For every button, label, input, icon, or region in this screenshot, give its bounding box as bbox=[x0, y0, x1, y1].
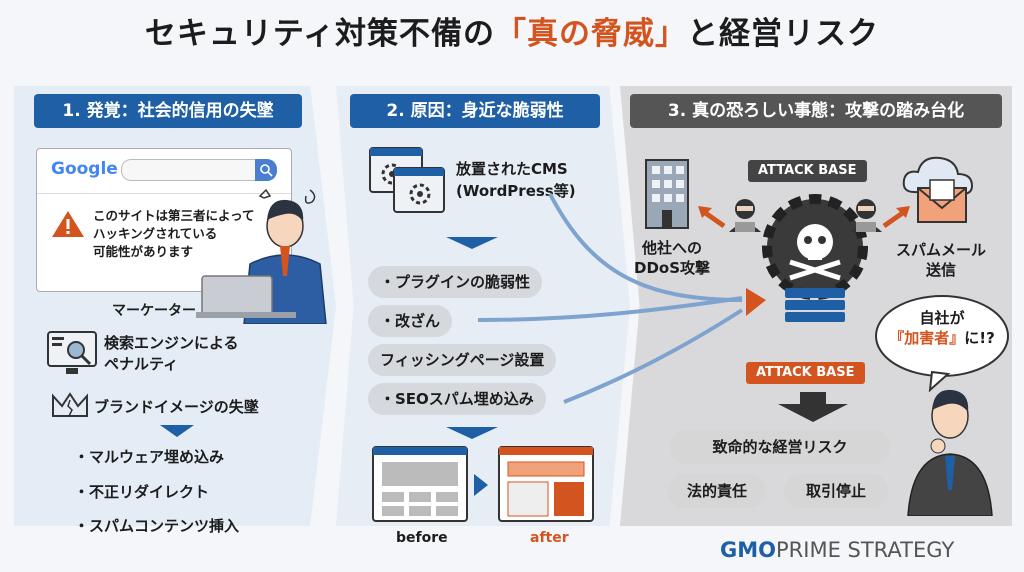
attack-base-top-label: ATTACK BASE bbox=[748, 160, 867, 182]
hacker-left-icon bbox=[727, 198, 763, 236]
search-icon bbox=[255, 159, 277, 181]
down-arrow bbox=[778, 392, 848, 426]
title-prefix: セキュリティ対策不備の bbox=[144, 16, 496, 52]
after-page-icon bbox=[498, 446, 594, 526]
fatal-risk-label: 致命的な経営リスク bbox=[670, 430, 890, 464]
skull-gear-icon bbox=[760, 192, 870, 326]
search-logo: Google bbox=[51, 159, 118, 179]
down-arrow bbox=[160, 424, 194, 443]
vuln-phishing: フィッシングページ設置 bbox=[368, 344, 557, 376]
spam-mail-text: スパムメール 送信 bbox=[896, 241, 987, 279]
section3-header: 3. 真の恐ろしい事態：攻撃の踏み台化 bbox=[630, 94, 1002, 128]
bullet-spam-content: ・スパムコンテンツ挿入 bbox=[74, 517, 240, 535]
marketer-label: マーケーター bbox=[112, 303, 196, 319]
arrow-to-building bbox=[698, 206, 728, 234]
bullet-redirect: ・不正リダイレクト bbox=[74, 483, 210, 501]
before-label: before bbox=[396, 530, 448, 546]
right-arrow-icon bbox=[474, 474, 490, 500]
bullet-malware: ・マルウェア埋め込み bbox=[74, 448, 225, 466]
section2-header: 2. 原因：身近な脆弱性 bbox=[350, 94, 600, 128]
ddos-text: 他社への DDoS攻撃 bbox=[634, 239, 711, 277]
penalty-text: 検索エンジンによる ペナルティ bbox=[104, 334, 239, 373]
arrow-to-mail bbox=[880, 206, 910, 234]
warning-icon bbox=[51, 209, 85, 243]
search-monitor-icon bbox=[46, 330, 98, 380]
down-arrow bbox=[446, 426, 498, 445]
legal-liability-label: 法的責任 bbox=[668, 474, 766, 508]
down-arrow bbox=[446, 236, 498, 255]
hacker-right-icon bbox=[848, 198, 884, 236]
cloud-mail-icon bbox=[900, 152, 984, 236]
vuln-seo-spam: ・SEOスパム埋め込み bbox=[368, 383, 546, 415]
brand-logo: GMOPRIME STRATEGY bbox=[720, 538, 955, 562]
after-label: after bbox=[530, 530, 569, 546]
cms-gear-icon bbox=[368, 146, 448, 220]
speech-line-1: 自社が bbox=[919, 309, 965, 327]
title-suffix: と経営リスク bbox=[687, 16, 880, 52]
marketer-illustration bbox=[190, 184, 330, 328]
attack-base-bottom-label: ATTACK BASE bbox=[746, 362, 865, 384]
page-title: セキュリティ対策不備の「真の脅威」と経営リスク bbox=[0, 8, 1024, 53]
before-page-icon bbox=[372, 446, 468, 526]
brand-damage-text: ブランドイメージの失墜 bbox=[94, 398, 259, 416]
speech-line-2: 『加害者』に!? bbox=[889, 329, 995, 347]
vuln-plugin: ・プラグインの脆弱性 bbox=[368, 266, 543, 298]
vuln-tamper: ・改ざん bbox=[368, 305, 453, 337]
section1-header: 1. 発覚：社会的信用の失墜 bbox=[34, 94, 302, 128]
trade-suspension-label: 取引停止 bbox=[784, 474, 888, 508]
building-icon bbox=[644, 158, 690, 234]
cms-text: 放置されたCMS (WordPress等) bbox=[456, 160, 576, 200]
title-highlight: 「真の脅威」 bbox=[495, 16, 688, 52]
warning-message: このサイトは第三者によって ハッキングされている 可能性があります bbox=[93, 208, 255, 259]
broken-crown-icon bbox=[50, 390, 90, 424]
worried-executive-illustration bbox=[900, 376, 1000, 520]
